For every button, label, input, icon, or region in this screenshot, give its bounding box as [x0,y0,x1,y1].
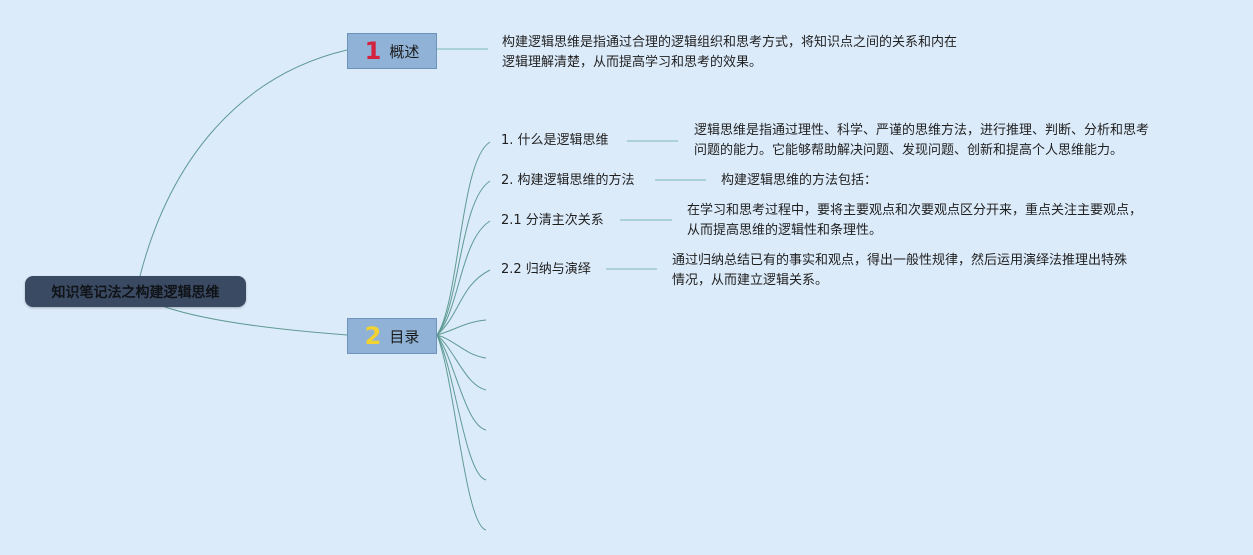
toc-item-2[interactable]: 2. 构建逻辑思维的方法 [501,173,635,188]
toc-item-2-1[interactable]: 2.1 分清主次关系 [501,213,604,228]
toc-item-1-description: 逻辑思维是指通过理性、科学、严谨的思维方法，进行推理、判断、分析和思考 问题的能… [694,123,1150,158]
root-node[interactable]: 知识笔记法之构建逻辑思维 [25,276,246,307]
branch-toc-label: 目录 [389,327,420,346]
toc-fan [436,141,491,531]
toc-item-1[interactable]: 1. 什么是逻辑思维 [501,133,609,148]
connector-root-to-overview [139,49,348,277]
number-two-icon: 2 [364,322,382,350]
number-one-icon: 1 [364,37,382,65]
toc-item-2-2[interactable]: 2.2 归纳与演绎 [501,262,591,277]
overview-description: 构建逻辑思维是指通过合理的逻辑组织和思考方式，将知识点之间的关系和内在 逻辑理解… [502,35,958,70]
toc-item-2-2-description: 通过归纳总结已有的事实和观点，得出一般性规律，然后运用演绎法推理出特殊 情况，从… [672,253,1128,288]
root-label: 知识笔记法之构建逻辑思维 [51,284,220,301]
branch-overview[interactable]: 1 概述 [347,33,437,69]
branch-toc[interactable]: 2 目录 [347,318,437,354]
toc-item-2-description: 构建逻辑思维的方法包括： [721,173,878,188]
connector-root-to-toc [164,306,348,336]
child-desc-connectors [606,140,706,270]
toc-item-2-1-description: 在学习和思考过程中，要将主要观点和次要观点区分开来，重点关注主要观点， 从而提高… [687,203,1143,238]
branch-overview-label: 概述 [389,42,420,61]
